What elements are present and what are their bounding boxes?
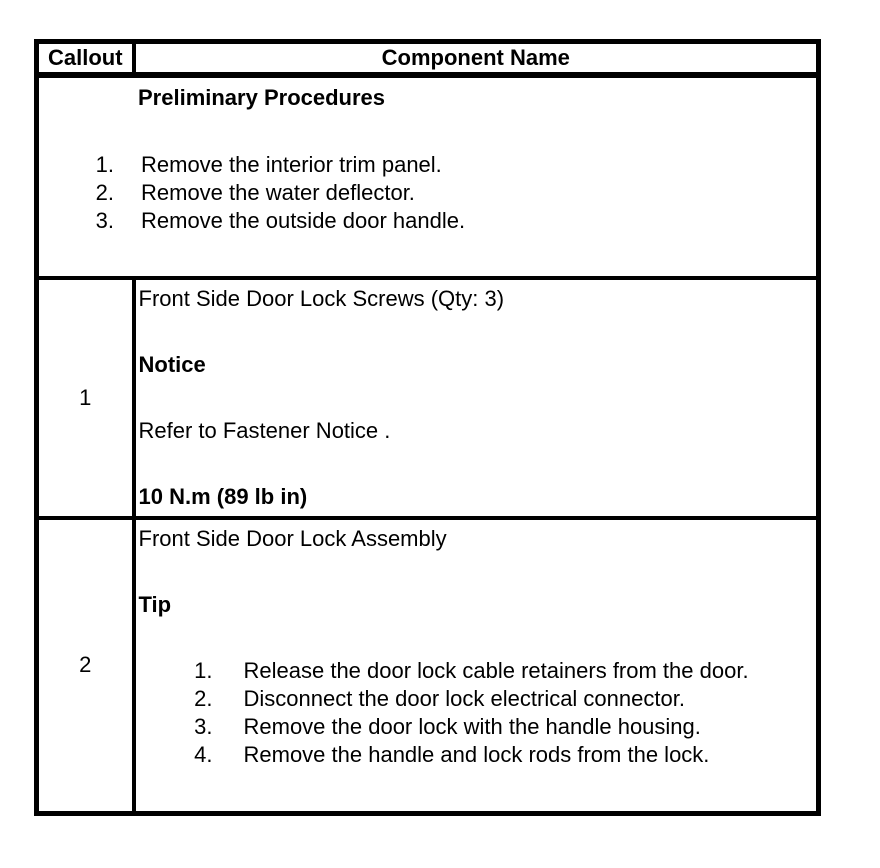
torque-spec: 10 N.m (89 lb in) [138,484,308,509]
notice-label: Notice [138,352,206,377]
step-number: 3. [95,208,114,233]
parts-callout-table: Callout Component Name Preliminary Proce… [34,39,821,816]
procedure-step: 3. Remove the door lock with the handle … [139,713,815,741]
step-text: Remove the door lock with the handle hou… [243,714,701,739]
step-number: 1. [95,152,114,177]
header-row: Callout Component Name [34,39,821,78]
assembly-steps-list: 1. Release the door lock cable retainers… [139,657,815,769]
table-row-callout-1: 1 Front Side Door Lock Screws (Qty: 3) N… [34,276,821,520]
step-text: Remove the outside door handle. [141,208,466,233]
preliminary-steps-list: 1. Remove the interior trim panel. 2. Re… [39,151,814,235]
step-text: Remove the handle and lock rods from the… [243,742,710,767]
tip-label: Tip [138,592,172,617]
procedure-step: 2. Remove the water deflector. [39,179,814,207]
preliminary-procedures-cell: Preliminary Procedures 1. Remove the int… [34,73,821,280]
step-text: Remove the water deflector. [141,180,415,205]
notice-text: Refer to Fastener Notice . [138,418,391,443]
step-text: Remove the interior trim panel. [141,152,442,177]
table-row-preliminary: Preliminary Procedures 1. Remove the int… [34,73,821,280]
step-number: 1. [194,658,213,683]
procedure-step: 1. Release the door lock cable retainers… [139,657,815,685]
callout-number-cell: 2 [34,516,136,815]
step-text: Disconnect the door lock electrical conn… [243,686,685,711]
step-text: Release the door lock cable retainers fr… [243,658,749,683]
step-number: 3. [194,714,213,739]
procedure-step: 1. Remove the interior trim panel. [39,151,814,179]
component-name-column-header: Component Name [131,39,821,78]
component-title: Front Side Door Lock Screws (Qty: 3) [138,286,505,311]
component-title: Front Side Door Lock Assembly [138,526,447,551]
preliminary-procedures-heading: Preliminary Procedures [138,85,386,110]
procedure-step: 4. Remove the handle and lock rods from … [139,741,815,769]
component-cell: Front Side Door Lock Assembly Tip 1. Rel… [131,516,821,815]
callout-column-header: Callout [34,39,136,78]
procedure-step: 2. Disconnect the door lock electrical c… [139,685,815,713]
step-number: 2. [194,686,213,711]
table-row-callout-2: 2 Front Side Door Lock Assembly Tip 1. R… [34,516,821,815]
procedure-step: 3. Remove the outside door handle. [39,207,814,235]
callout-number-cell: 1 [34,276,136,520]
step-number: 4. [194,742,213,767]
component-cell: Front Side Door Lock Screws (Qty: 3) Not… [131,276,821,520]
step-number: 2. [95,180,114,205]
